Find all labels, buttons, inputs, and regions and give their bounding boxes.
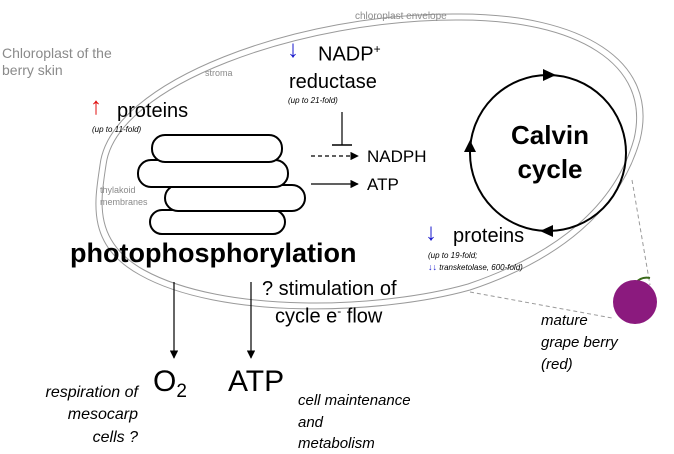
- up-proteins-note: (up to 11-fold): [92, 125, 142, 134]
- o2-main: O: [153, 365, 177, 398]
- nadp-down-arrow-icon: ↓: [287, 36, 299, 63]
- chloroplast-label-line1: Chloroplast of the: [2, 45, 112, 61]
- stimulation-line2: cycle e- flow: [275, 305, 382, 327]
- maintenance-line3: metabolism: [298, 435, 375, 452]
- photophosphorylation-label: photophosphorylation: [70, 238, 357, 268]
- flow-text: flow: [341, 305, 383, 328]
- chloroplast-label-line2: berry skin: [2, 62, 63, 78]
- o2-sub: 2: [176, 381, 187, 402]
- respiration-line2: mesocarp: [67, 406, 138, 423]
- calvin-cycle-circle: [469, 74, 627, 232]
- thylakoid-label-line2: membranes: [100, 197, 148, 207]
- up-arrow-icon: ↑: [90, 93, 102, 120]
- reductase-label: reductase: [289, 71, 377, 93]
- e-minus-sup: -: [337, 304, 342, 318]
- thylakoid-label-line1: thylakoid: [100, 185, 136, 195]
- double-down-arrow-icon: ↓↓: [428, 262, 437, 272]
- nadp-sup: +: [373, 42, 381, 56]
- nadp-main: NADP: [318, 43, 374, 66]
- down-proteins-note1: (up to 19-fold;: [428, 251, 478, 260]
- down-arrow-icon: ↓: [425, 219, 437, 246]
- calvin-label-line2: cycle: [517, 154, 583, 184]
- maintenance-line1: cell maintenance: [298, 392, 411, 409]
- envelope-label: chloroplast envelope: [355, 11, 447, 22]
- calvin-arrowhead-left: [464, 140, 476, 152]
- stimulation-line1: ? stimulation of: [262, 278, 397, 300]
- o2-label: O2: [153, 365, 187, 402]
- nadp-note: (up to 21-fold): [288, 96, 338, 105]
- zoom-line-lower: [469, 291, 613, 319]
- atp-output-label: ATP: [228, 365, 285, 398]
- zoom-line-upper: [631, 179, 651, 286]
- grape-berry-icon: [613, 280, 657, 324]
- berry-label-line2: grape berry: [541, 334, 618, 351]
- transketolase-note: transketolase, 600-fold): [437, 263, 523, 272]
- berry-label-line3: (red): [541, 356, 573, 373]
- cycle-e-text: cycle e: [275, 305, 338, 328]
- stroma-label: stroma: [205, 68, 233, 78]
- thylakoid-stack: [137, 134, 306, 235]
- calvin-arrowhead-bottom: [540, 225, 553, 237]
- respiration-line3: cells ?: [92, 429, 138, 446]
- chloroplast-envelope-inner: [101, 19, 638, 304]
- respiration-line1: respiration of: [45, 384, 139, 401]
- maintenance-line2: and: [298, 414, 324, 431]
- atp-inner-label: ATP: [367, 175, 399, 194]
- down-proteins-label: proteins: [453, 225, 525, 247]
- up-proteins-label: proteins: [117, 100, 189, 122]
- calvin-arrowhead-top: [543, 69, 556, 81]
- nadph-label: NADPH: [367, 147, 427, 166]
- nadp-label: NADP+: [318, 43, 381, 65]
- berry-label-line1: mature: [541, 312, 588, 329]
- down-proteins-note2: ↓↓ transketolase, 600-fold): [428, 263, 523, 272]
- calvin-label-line1: Calvin: [510, 120, 590, 150]
